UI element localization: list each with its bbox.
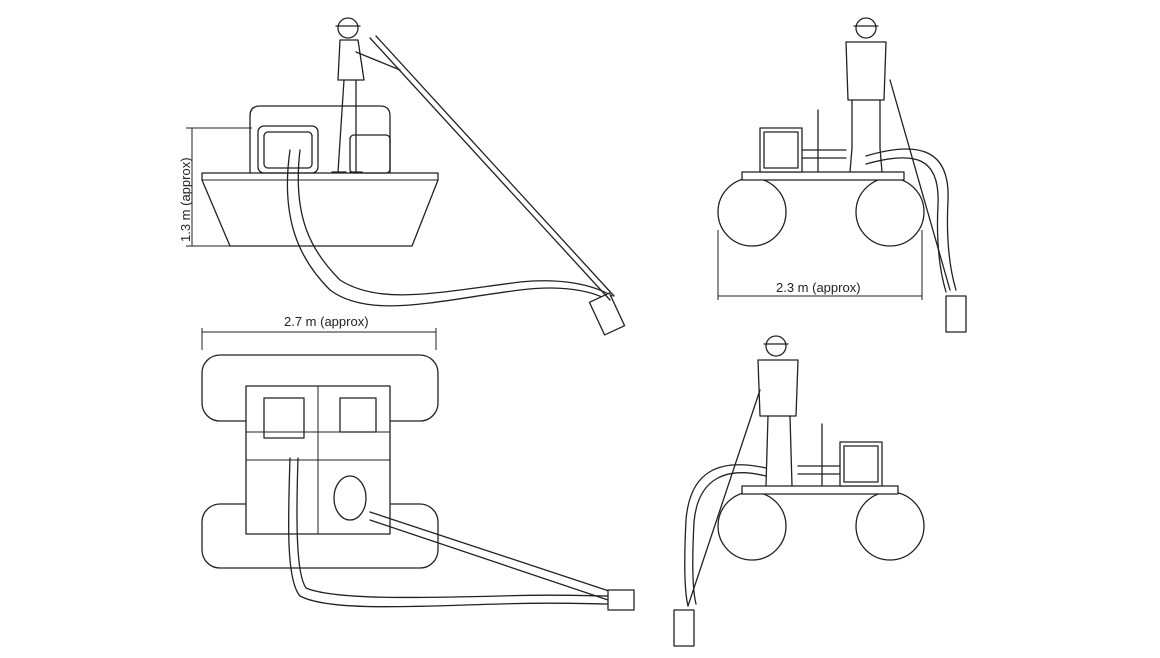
top-view-hose — [287, 457, 609, 608]
rear-view-pole — [687, 389, 761, 607]
top-view-dimension-label: 2.7 m (approx) — [284, 314, 369, 329]
front-view-suction-head — [945, 295, 967, 333]
side-view-suction-head — [588, 292, 626, 336]
rear-view-pontoon-left — [717, 491, 787, 561]
side-view-pole — [369, 37, 611, 301]
side-view-dimension-label: 1.3 m (approx) — [178, 157, 193, 242]
top-view-pole — [369, 519, 609, 601]
front-view: 2.3 m (approx) — [717, 17, 967, 333]
side-view-hull — [201, 172, 439, 247]
front-view-dimension-label: 2.3 m (approx) — [776, 280, 861, 295]
rear-view-worker — [757, 335, 799, 487]
front-view-pump-box — [759, 127, 803, 173]
top-view: 2.7 m (approx) — [201, 314, 635, 611]
top-view-suction-head — [607, 589, 635, 611]
side-view-hose — [286, 149, 609, 307]
side-view-height-dimension: 1.3 m (approx) — [178, 127, 252, 247]
front-view-hose — [865, 148, 957, 291]
top-view-width-dimension: 2.7 m (approx) — [201, 314, 437, 350]
rear-view — [673, 335, 925, 647]
rear-view-pump-box — [839, 441, 883, 487]
front-view-width-dimension: 2.3 m (approx) — [717, 230, 923, 300]
side-view-frame — [249, 105, 391, 174]
front-view-pontoon-left — [717, 177, 787, 247]
front-view-pontoon-right — [855, 177, 925, 247]
rear-view-suction-head — [673, 609, 695, 647]
rear-view-deck — [741, 485, 899, 495]
side-view: 1.3 m (approx) — [178, 17, 626, 336]
rear-view-hose — [684, 464, 767, 607]
side-view-worker — [331, 17, 401, 173]
rear-view-pontoon-right — [855, 491, 925, 561]
top-view-pump — [333, 475, 367, 521]
front-view-deck — [741, 171, 905, 181]
front-view-worker — [845, 17, 887, 173]
